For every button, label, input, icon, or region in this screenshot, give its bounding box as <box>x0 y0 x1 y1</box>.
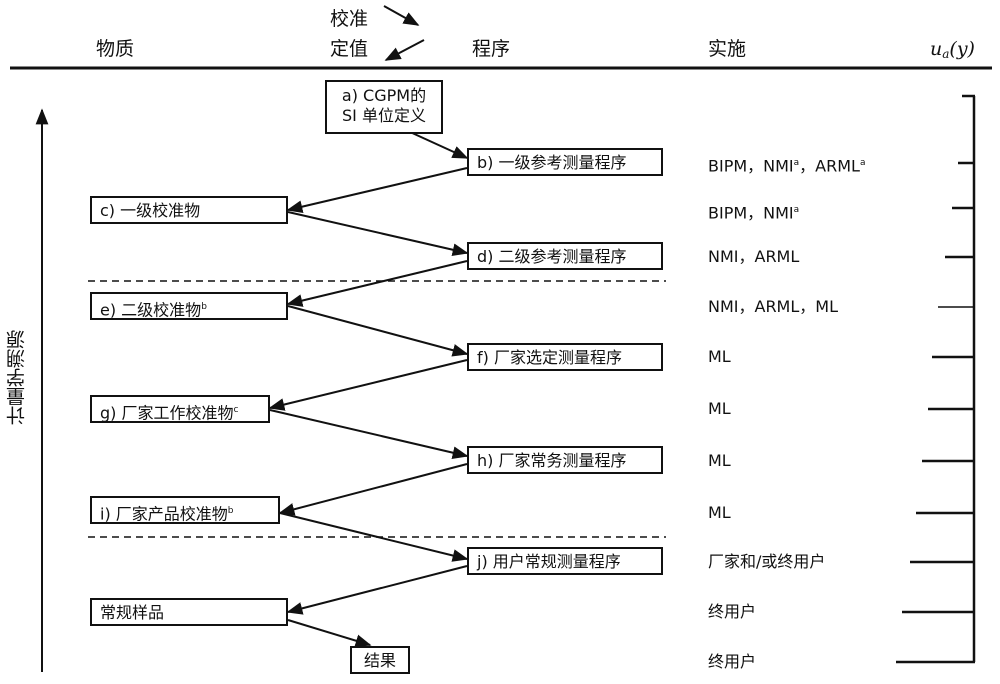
arrow-c-d <box>287 211 469 257</box>
node-g-footnote: c <box>233 405 239 415</box>
side-label-traceability: 计量学溯源 <box>6 330 28 425</box>
header-ua: ua(y) <box>930 38 975 61</box>
impl-e: NMI，ARML，ML <box>708 297 838 316</box>
impl-result: 终用户 <box>708 652 757 671</box>
node-a-line2: SI 单位定义 <box>342 106 426 125</box>
node-e-footnote: b <box>201 302 207 312</box>
node-routine-sample: 常规样品 <box>90 598 288 626</box>
arrow-h-i <box>278 463 468 516</box>
impl-f: ML <box>708 347 731 366</box>
node-a-cgpm-si-definition: a) CGPM的 SI 单位定义 <box>325 80 443 134</box>
node-g-manufacturer-working-calibrator: g) 厂家工作校准物c <box>90 395 270 423</box>
node-a-line1: a) CGPM的 <box>341 86 427 105</box>
node-h-manufacturer-standing-procedure: h) 厂家常务测量程序 <box>467 446 663 474</box>
impl-h: ML <box>708 451 731 470</box>
arrow-a-b <box>409 131 469 159</box>
arrow-f-g <box>268 359 468 411</box>
node-b-primary-reference-procedure: b) 一级参考测量程序 <box>467 148 663 176</box>
impl-i: ML <box>708 503 731 522</box>
impl-routine: 终用户 <box>708 602 757 621</box>
node-f-manufacturer-selected-procedure: f) 厂家选定测量程序 <box>467 343 663 371</box>
impl-d: NMI，ARML <box>708 247 800 266</box>
node-i-manufacturer-product-calibrator: i) 厂家产品校准物b <box>90 496 280 524</box>
header-material: 物质 <box>96 38 135 60</box>
arrow-routine-result <box>287 619 372 647</box>
node-c-primary-calibrator: c) 一级校准物 <box>90 196 288 224</box>
header-arrow-up <box>384 39 425 61</box>
node-result: 结果 <box>350 646 410 674</box>
impl-c: BIPM，NMIa <box>708 203 800 223</box>
arrow-j-routine <box>286 565 468 615</box>
arrow-e-f <box>287 305 469 357</box>
arrow-g-h <box>269 409 469 459</box>
impl-g: ML <box>708 399 731 418</box>
node-d-secondary-reference-procedure: d) 二级参考测量程序 <box>467 242 663 270</box>
impl-b: BIPM，NMIa，ARMLa <box>708 156 866 176</box>
header-calibration-line1: 校准 <box>330 8 369 30</box>
node-j-user-routine-procedure: j) 用户常规测量程序 <box>467 547 663 575</box>
header-arrow-down <box>383 5 420 26</box>
arrow-d-e <box>286 260 468 307</box>
node-e-secondary-calibrator: e) 二级校准物b <box>90 292 288 320</box>
header-procedure: 程序 <box>472 38 511 60</box>
arrow-b-c <box>286 167 468 213</box>
header-calibration-line2: 定值 <box>330 38 369 60</box>
node-i-footnote: b <box>227 506 234 516</box>
impl-j: 厂家和/或终用户 <box>708 552 826 571</box>
arrow-i-j <box>279 512 469 562</box>
header-implementation: 实施 <box>708 38 747 60</box>
